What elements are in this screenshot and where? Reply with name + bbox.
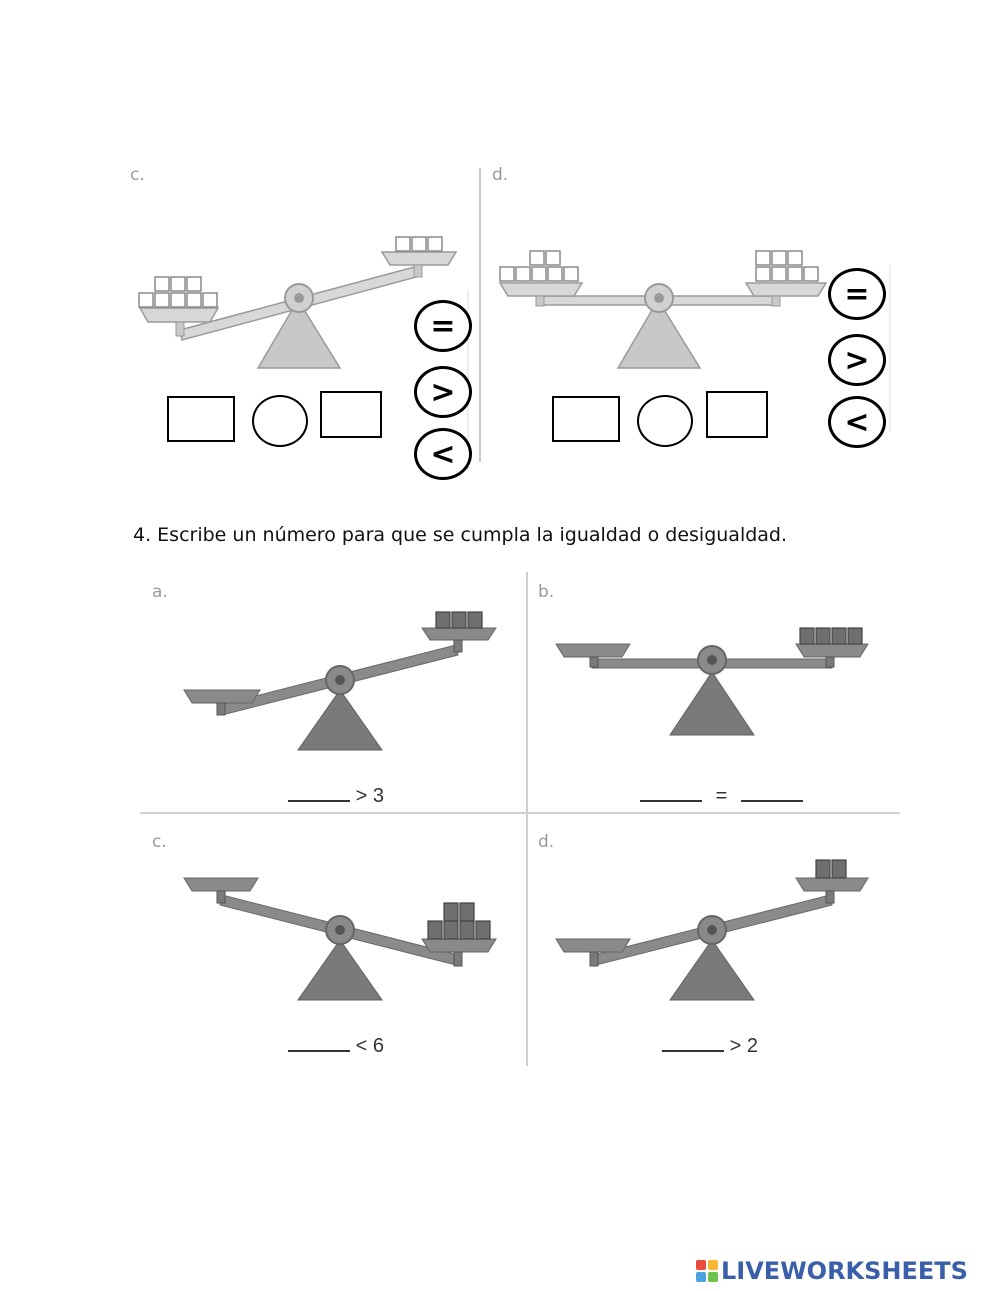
liveworksheets-logo-icon (696, 1260, 718, 1282)
logo-square-yellow (708, 1260, 718, 1270)
scale-base-d (616, 298, 702, 369)
expression-b: = (640, 782, 803, 808)
answer-blank-d[interactable] (662, 1032, 724, 1052)
blocks-left (138, 276, 218, 308)
answer-box-right-d[interactable] (706, 391, 768, 438)
scale-c-light (138, 168, 891, 470)
operator-a: > (355, 785, 368, 807)
symbol-greater-button-d[interactable]: > (828, 334, 886, 386)
logo-square-red (696, 1260, 706, 1270)
scale-a (183, 611, 497, 751)
grid-divider-horizontal (140, 812, 900, 814)
panel-d-label: d. (492, 165, 509, 185)
value-a: 3 (372, 785, 384, 807)
scale-pan-left (138, 307, 220, 323)
operator-c: < (355, 1035, 368, 1057)
scale-c4 (183, 877, 497, 1001)
answer-circle-c[interactable] (252, 395, 308, 447)
expression-c: < 6 (288, 1032, 384, 1058)
panel-c4-label: c. (152, 832, 167, 852)
panel-a-label: a. (152, 582, 168, 602)
grid-divider-vertical (526, 572, 528, 1066)
panel-b-label: b. (538, 582, 555, 602)
panel-c-label: c. (130, 165, 145, 185)
answer-blank-a[interactable] (288, 782, 350, 802)
scale-d4 (555, 859, 869, 1001)
section-4-instruction: 4. Escribe un número para que se cumpla … (133, 524, 788, 546)
expression-d: > 2 (662, 1032, 758, 1058)
answer-circle-d[interactable] (637, 395, 693, 447)
answer-box-left-c[interactable] (167, 396, 235, 442)
liveworksheets-brand-text: LIVEWORKSHEETS (721, 1257, 968, 1285)
answer-blank-b-left[interactable] (640, 782, 702, 802)
operator-b: = (715, 785, 728, 807)
panel-d4-label: d. (538, 832, 555, 852)
logo-square-green (708, 1272, 718, 1282)
liveworksheets-brand: LIVEWORKSHEETS (696, 1254, 968, 1288)
scales-section-4 (183, 611, 869, 1001)
answer-box-right-c[interactable] (320, 391, 382, 438)
answer-blank-b-right[interactable] (740, 782, 803, 802)
scale-pan-right (380, 251, 458, 266)
symbol-greater-button-c[interactable]: > (414, 366, 472, 418)
answer-box-left-d[interactable] (552, 396, 620, 442)
symbol-less-button-c[interactable]: < (414, 428, 472, 480)
value-d: 2 (746, 1035, 758, 1057)
answer-blank-c[interactable] (288, 1032, 350, 1052)
logo-square-blue (696, 1272, 706, 1282)
operator-d: > (729, 1035, 742, 1057)
scale-base (256, 298, 342, 369)
value-c: 6 (372, 1035, 384, 1057)
blocks-right (395, 236, 443, 252)
expression-a: > 3 (288, 782, 384, 808)
symbol-less-button-d[interactable]: < (828, 396, 886, 448)
symbol-equal-button-c[interactable]: = (414, 300, 472, 352)
scale-b (555, 627, 869, 736)
symbol-equal-button-d[interactable]: = (828, 268, 886, 320)
